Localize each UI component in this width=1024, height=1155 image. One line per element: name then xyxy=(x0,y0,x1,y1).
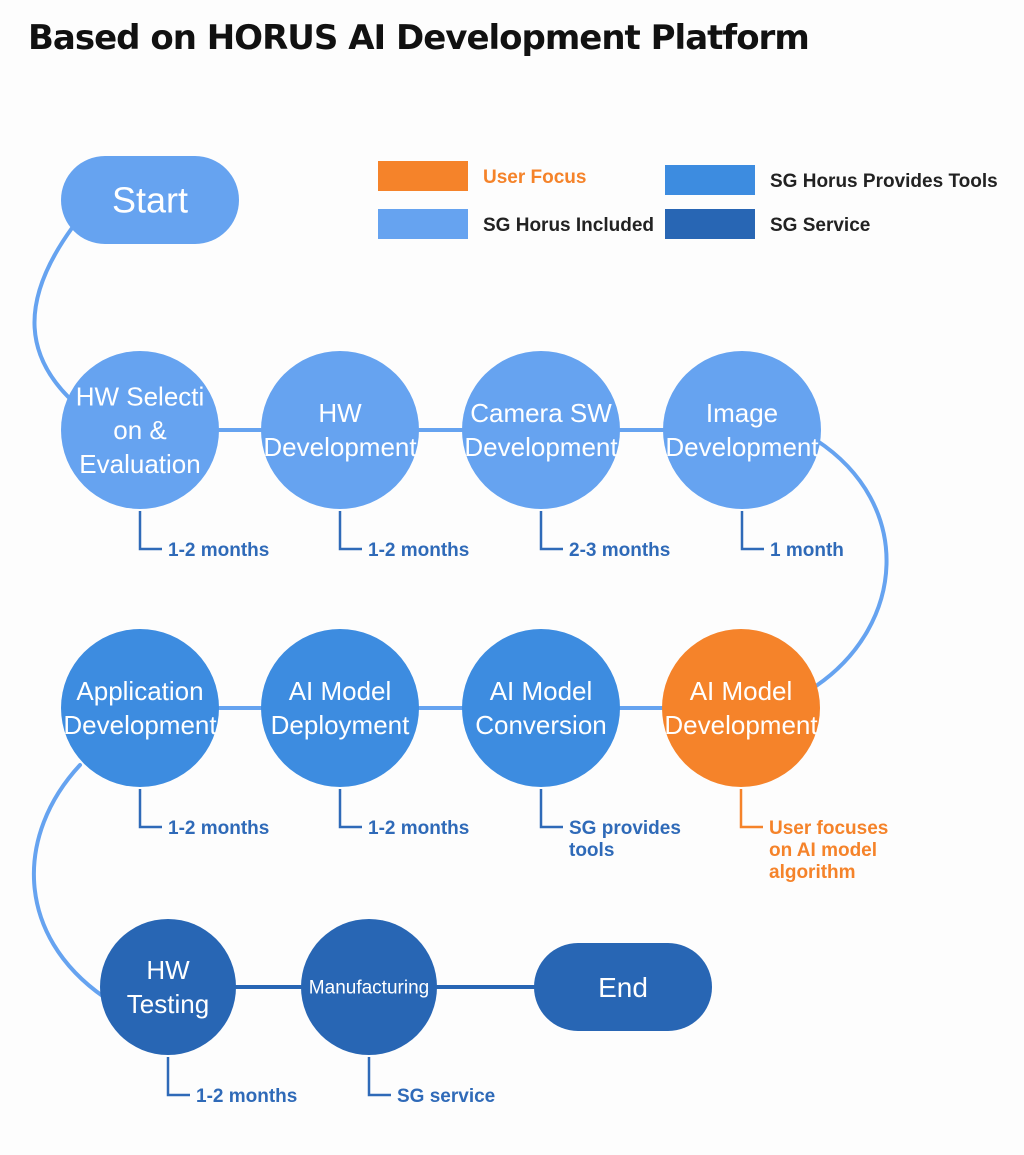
duration-label: 1-2 months xyxy=(368,818,469,839)
duration-label: on AI model xyxy=(769,840,877,861)
node-label: AI Model xyxy=(289,676,392,706)
node-label: HW Selecti xyxy=(76,381,205,411)
node-camera-sw-development: Camera SW Development 2-3 months xyxy=(462,351,670,561)
node-label: Evaluation xyxy=(79,449,200,479)
node-hw-selection: HW Selecti on & Evaluation 1-2 months xyxy=(61,351,269,561)
node-label: Development xyxy=(664,710,818,740)
connector-row-2-to-row-3 xyxy=(31,763,106,999)
duration-label: 1-2 months xyxy=(168,540,269,561)
duration-bracket xyxy=(138,789,162,829)
node-end: End xyxy=(534,943,712,1031)
node-label: Testing xyxy=(127,989,209,1019)
flow-connectors xyxy=(31,226,889,999)
node-label: Development xyxy=(63,710,217,740)
page-title: Based on HORUS AI Development Platform xyxy=(28,18,810,58)
node-label: AI Model xyxy=(490,676,593,706)
node-label: on & xyxy=(113,415,167,445)
node-label: Start xyxy=(112,180,188,221)
legend-item-sg-horus-provides-tools: SG Horus Provides Tools xyxy=(665,165,998,195)
node-hw-development: HW Development 1-2 months xyxy=(261,351,469,561)
legend-item-user-focus: User Focus xyxy=(378,161,586,191)
duration-bracket xyxy=(367,1057,391,1097)
node-label: HW xyxy=(146,955,190,985)
node-label: AI Model xyxy=(690,676,793,706)
node-hw-testing: HW Testing 1-2 months xyxy=(100,919,297,1107)
legend: User Focus SG Horus Provides Tools SG Horu… xyxy=(378,161,998,239)
node-shape xyxy=(462,629,620,787)
node-label: Camera SW xyxy=(470,398,612,428)
node-label: Development xyxy=(665,432,819,462)
legend-item-sg-service: SG Service xyxy=(665,209,870,239)
duration-label: 1-2 months xyxy=(368,540,469,561)
node-label: Deployment xyxy=(271,710,411,740)
legend-label: SG Horus Included xyxy=(483,215,654,236)
legend-label: SG Service xyxy=(770,215,870,236)
node-shape xyxy=(261,629,419,787)
duration-bracket xyxy=(539,511,563,551)
node-label: End xyxy=(598,972,648,1003)
duration-bracket xyxy=(138,511,162,551)
node-shape xyxy=(61,156,239,244)
node-label: HW xyxy=(318,398,362,428)
node-label: Image xyxy=(706,398,778,428)
node-shape xyxy=(100,919,236,1055)
duration-label: SG provides xyxy=(569,818,681,839)
duration-bracket xyxy=(740,511,764,551)
node-label: Development xyxy=(263,432,417,462)
duration-label: 1-2 months xyxy=(168,818,269,839)
node-shape xyxy=(663,351,821,509)
duration-label: tools xyxy=(569,840,614,861)
legend-swatch xyxy=(665,165,755,195)
node-shape xyxy=(261,351,419,509)
duration-label: algorithm xyxy=(769,862,856,883)
duration-bracket xyxy=(539,789,563,829)
node-shape xyxy=(534,943,712,1031)
node-label: Manufacturing xyxy=(309,978,429,999)
legend-swatch xyxy=(665,209,755,239)
node-label: Conversion xyxy=(475,710,607,740)
legend-swatch xyxy=(378,209,468,239)
node-shape xyxy=(301,919,437,1055)
legend-label: User Focus xyxy=(483,167,586,188)
duration-label: 1 month xyxy=(770,540,844,561)
duration-bracket xyxy=(338,511,362,551)
duration-bracket xyxy=(166,1057,190,1097)
legend-label: SG Horus Provides Tools xyxy=(770,171,998,192)
node-shape xyxy=(61,351,219,509)
legend-swatch xyxy=(378,161,468,191)
duration-bracket xyxy=(739,789,763,829)
duration-label: SG service xyxy=(397,1086,495,1107)
node-start: Start xyxy=(61,156,239,244)
duration-label: 1-2 months xyxy=(196,1086,297,1107)
connector-row-1-to-row-2 xyxy=(814,438,889,688)
node-label: Application xyxy=(76,676,203,706)
node-shape xyxy=(462,351,620,509)
node-shape xyxy=(61,629,219,787)
duration-label: User focuses xyxy=(769,818,888,839)
duration-label: 2-3 months xyxy=(569,540,670,561)
node-shape xyxy=(662,629,820,787)
duration-bracket xyxy=(338,789,362,829)
node-label: Development xyxy=(464,432,618,462)
legend-item-sg-horus-included: SG Horus Included xyxy=(378,209,654,239)
connector-start-to-hw-selection xyxy=(32,226,87,414)
node-manufacturing: Manufacturing SG service xyxy=(301,919,495,1107)
